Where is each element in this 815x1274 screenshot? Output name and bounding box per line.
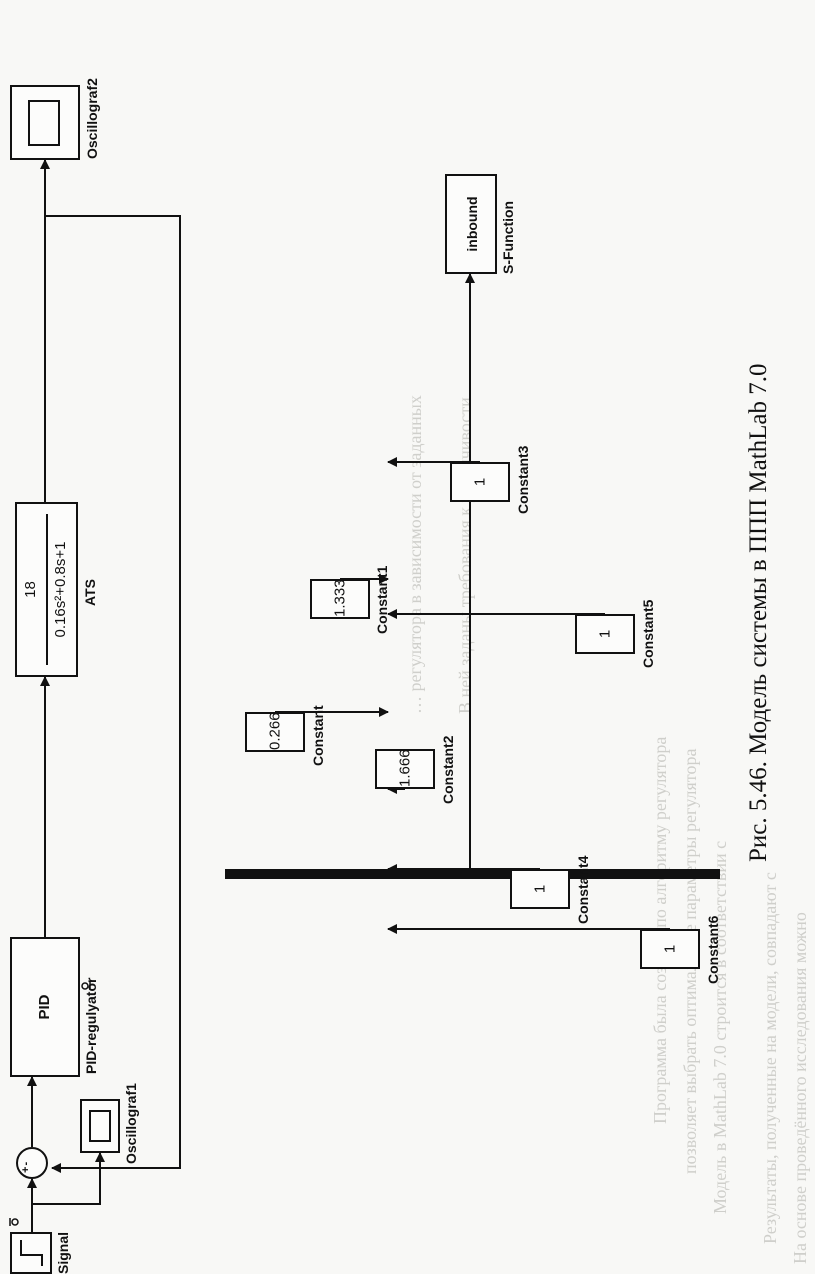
constant-label: Constant3 [515, 445, 531, 514]
signal-label: Signal [55, 1231, 71, 1274]
feedback-wire [45, 215, 181, 1173]
constant-block[interactable]: 1 [450, 462, 510, 502]
constant-value: 1 [531, 884, 549, 894]
constant-label: Constant6 [705, 915, 721, 984]
ats-block[interactable]: 18 0.16s²+0.8s+1 [15, 502, 78, 677]
ats-denominator: 0.16s²+0.8s+1 [52, 541, 69, 638]
pid-label: PID-regulyator [83, 977, 99, 1074]
scope1-wire [32, 1152, 105, 1205]
constant-block[interactable]: 1 [640, 929, 700, 969]
constant-value: 0.266 [266, 712, 284, 750]
constant-label: Constant4 [575, 855, 591, 924]
constant-block[interactable]: 1 [510, 869, 570, 909]
ats-numerator: 18 [22, 581, 39, 598]
oscillograf2-label: Oscillograf2 [84, 78, 100, 159]
signal-block[interactable] [10, 1232, 52, 1274]
oscillograf1-block[interactable] [80, 1099, 120, 1153]
sum-signs: + - [20, 1162, 32, 1173]
oscillograf1-label: Oscillograf1 [123, 1083, 139, 1164]
scope-screen-icon [89, 1110, 111, 1142]
constant-label: Constant1 [374, 565, 390, 634]
constant-block[interactable]: 1 [575, 614, 635, 654]
constant-block[interactable]: 1.333 [310, 579, 370, 619]
sfunction-label: S-Function [500, 200, 516, 274]
sum-block [16, 1147, 48, 1179]
ats-label: ATS [82, 579, 98, 606]
step-icon [20, 1240, 43, 1266]
fraction-bar [46, 514, 48, 665]
port-markers [9, 982, 91, 1226]
sfunction-text: inbound [464, 196, 480, 252]
sfunction-block[interactable]: inbound [445, 174, 497, 274]
constant-block[interactable]: 1.666 [375, 749, 435, 789]
constant-block[interactable]: 0.266 [245, 712, 305, 752]
constant-value: 1.666 [396, 749, 414, 787]
constant-label: Constant2 [440, 735, 456, 804]
oscillograf2-block[interactable] [10, 85, 80, 160]
figure-caption: Рис. 5.46. Модель системы в ППП MathLab … [745, 363, 772, 862]
constant-label: Constant5 [640, 599, 656, 668]
constant-value: 1 [661, 944, 679, 954]
pid-block[interactable]: PID [10, 937, 80, 1077]
constant-value: 1.333 [331, 579, 349, 617]
scope-screen-icon [28, 100, 60, 146]
constant-value: 1 [471, 477, 489, 487]
pid-block-text: PID [36, 994, 53, 1020]
constant-label: Constant [310, 705, 326, 766]
constant-value: 1 [596, 629, 614, 639]
